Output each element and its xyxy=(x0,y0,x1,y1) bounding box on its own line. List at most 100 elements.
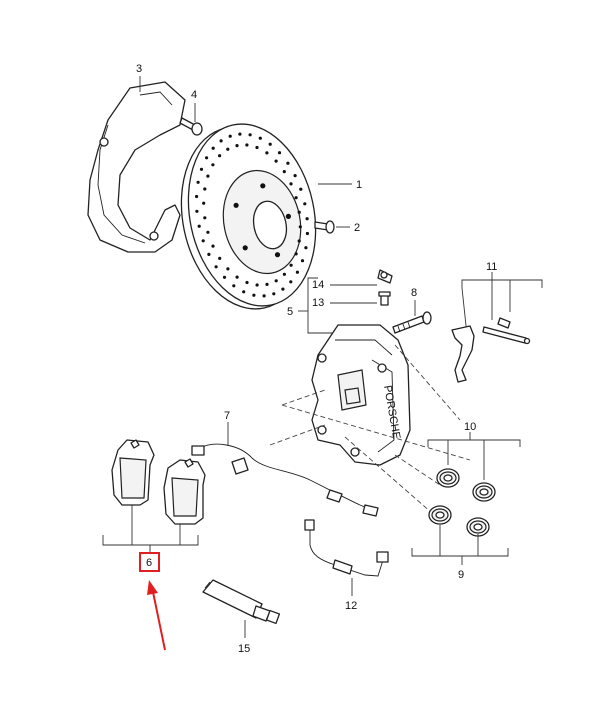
disc-drill-hole xyxy=(235,144,239,148)
bleeder-valve-part xyxy=(378,291,391,306)
disc-drill-hole xyxy=(294,196,298,200)
bleeder-cap-part xyxy=(377,269,393,284)
disc-drill-hole xyxy=(265,151,269,155)
hub-bolt-hole xyxy=(274,252,281,258)
disc-drill-hole xyxy=(297,210,301,214)
disc-screw-part xyxy=(314,220,335,234)
disc-drill-hole xyxy=(245,280,249,285)
disc-drill-hole xyxy=(195,194,199,199)
disc-drill-hole xyxy=(196,180,200,184)
disc-drill-hole xyxy=(211,146,215,150)
disc-drill-hole xyxy=(268,142,272,146)
piston-seal-ring xyxy=(443,474,453,482)
disc-drill-hole xyxy=(245,143,249,147)
callout-1: 1 xyxy=(356,179,362,191)
callout-11: 11 xyxy=(486,261,497,273)
disc-drill-hole xyxy=(272,292,276,296)
disc-drill-hole xyxy=(295,270,299,274)
callout-9: 9 xyxy=(458,569,464,581)
hub-bolt-hole xyxy=(285,213,291,219)
disc-drill-hole xyxy=(214,265,218,269)
disc-drill-hole xyxy=(226,267,230,271)
pad-spring-part xyxy=(451,325,475,383)
disc-drill-hole xyxy=(262,294,266,298)
disc-drill-hole xyxy=(207,252,211,256)
disc-drill-hole xyxy=(195,209,199,213)
disc-drill-hole xyxy=(242,290,246,294)
disc-drill-hole xyxy=(305,217,309,221)
disc-drill-hole xyxy=(206,230,210,234)
disc-drill-hole xyxy=(206,174,210,178)
disc-drill-hole xyxy=(201,239,205,243)
disc-drill-hole xyxy=(304,246,308,250)
disc-drill-hole xyxy=(211,163,215,167)
callout-15: 15 xyxy=(238,643,250,655)
callout-4: 4 xyxy=(191,89,197,101)
disc-drill-hole xyxy=(282,170,286,174)
brake-disc-part xyxy=(180,123,317,310)
callout-2: 2 xyxy=(354,222,360,234)
disc-drill-hole xyxy=(218,154,222,158)
callout-6-highlight-box xyxy=(139,552,160,572)
disc-drill-hole xyxy=(274,159,278,163)
brake-pad-outer-part xyxy=(163,458,206,525)
disc-drill-hole xyxy=(265,282,269,286)
disc-drill-hole xyxy=(274,279,278,283)
disc-drill-hole xyxy=(289,182,293,186)
callout-3: 3 xyxy=(136,63,142,75)
disc-drill-hole xyxy=(293,174,297,178)
callout-6: 6 xyxy=(146,557,152,569)
brake-caliper-part: PORSCHE xyxy=(311,324,411,466)
hub-bolt-hole xyxy=(233,202,239,208)
callout-10: 10 xyxy=(464,421,476,433)
disc-drill-hole xyxy=(255,283,259,287)
disc-drill-hole xyxy=(286,161,290,165)
disc-drill-hole xyxy=(303,202,307,206)
disc-drill-hole xyxy=(218,256,222,260)
disc-drill-hole xyxy=(289,263,293,267)
callout-5: 5 xyxy=(287,306,293,318)
disc-drill-hole xyxy=(294,252,298,256)
disc-drill-hole xyxy=(248,133,252,137)
disc-drill-hole xyxy=(258,136,262,140)
caliper-bolt-part xyxy=(392,311,432,334)
disc-drill-hole xyxy=(238,132,242,136)
disc-drill-hole xyxy=(203,216,207,220)
disc-drill-hole xyxy=(202,201,206,205)
disc-drill-hole xyxy=(277,151,282,155)
disc-drill-hole xyxy=(255,145,259,150)
piston-seals-part xyxy=(428,468,496,537)
disc-drill-hole xyxy=(305,231,309,236)
piston-seal-ring xyxy=(479,488,489,496)
disc-drill-hole xyxy=(300,259,305,263)
disc-drill-hole xyxy=(252,293,256,297)
disc-drill-hole xyxy=(203,187,207,191)
shield-bolt-part xyxy=(179,117,203,136)
disc-drill-hole xyxy=(235,275,239,279)
disc-drill-hole xyxy=(205,156,209,160)
callout-12: 12 xyxy=(345,600,357,612)
disc-drill-hole xyxy=(299,187,303,191)
brake-pad-inner-part xyxy=(111,439,155,506)
disc-drill-hole xyxy=(219,139,223,143)
disc-drill-hole xyxy=(211,244,215,248)
disc-drill-hole xyxy=(281,287,285,291)
piston-seal-ring xyxy=(473,523,483,531)
disc-drill-hole xyxy=(222,275,227,279)
brake-shield-part xyxy=(87,81,186,253)
disc-drill-hole xyxy=(298,225,302,229)
hub-bolt-hole xyxy=(260,183,266,189)
hub-bolt-hole xyxy=(242,245,248,251)
retaining-pin-part xyxy=(482,326,531,345)
disc-drill-hole xyxy=(197,224,201,228)
disc-drill-hole xyxy=(226,147,230,151)
piston-seal-ring xyxy=(435,511,445,519)
disc-drill-hole xyxy=(282,272,286,276)
wear-sensor-part xyxy=(191,443,379,517)
grease-tube-part xyxy=(202,579,281,625)
disc-drill-hole xyxy=(199,167,204,171)
disc-drill-hole xyxy=(228,134,232,138)
disc-drill-hole xyxy=(289,280,293,284)
callout-13: 13 xyxy=(312,297,324,309)
